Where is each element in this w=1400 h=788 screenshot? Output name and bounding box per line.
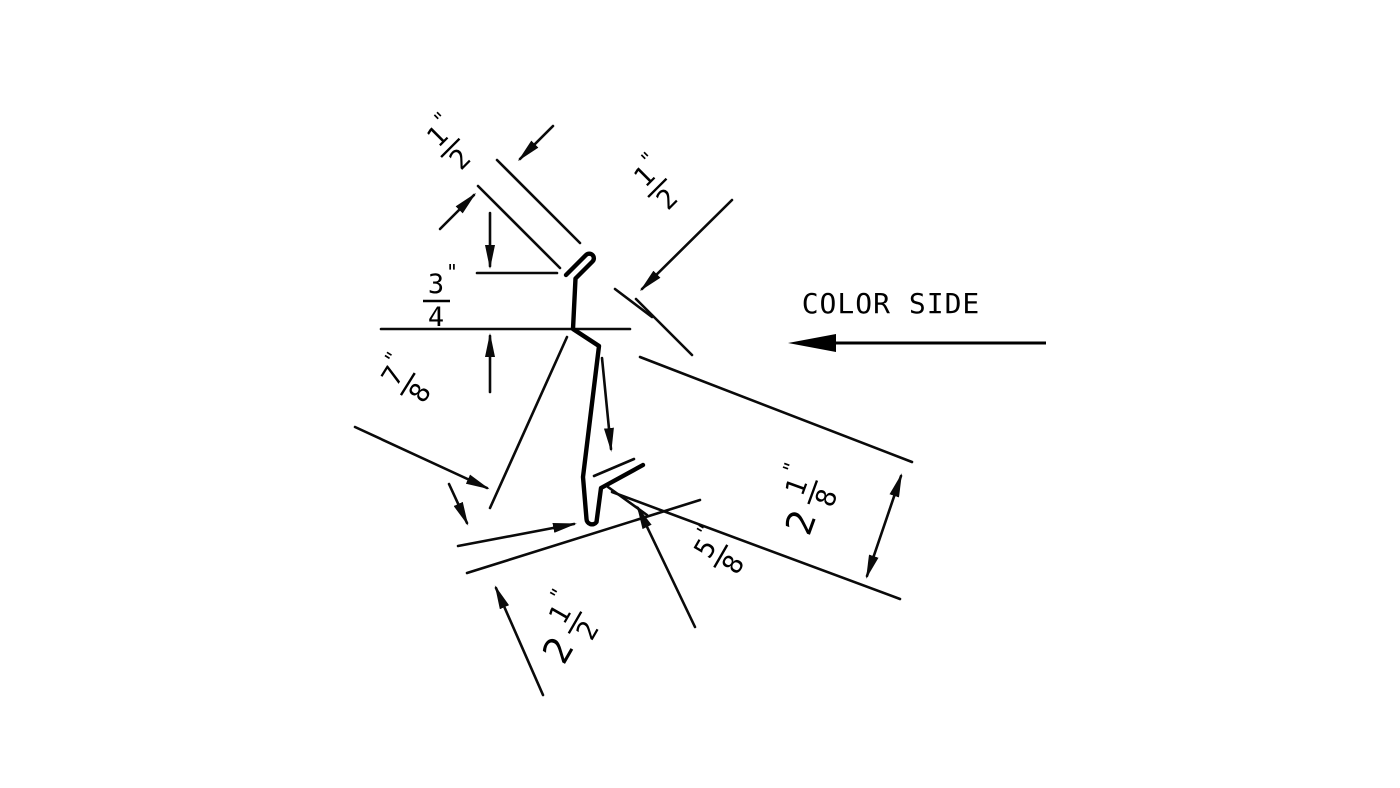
dim-label-upper-riser-den: 4	[428, 302, 444, 333]
ext-tick-bottom-hem	[606, 485, 649, 517]
dim-label-bottom-flange: 2 1 2 "	[534, 583, 606, 671]
ext-line-face-upper	[638, 355, 914, 464]
arrow-bottom-flange-ne	[456, 522, 577, 548]
color-side-label: COLOR SIDE	[802, 287, 981, 320]
dim-label-face-den: 8	[810, 485, 845, 511]
color-side-arrow-icon	[788, 334, 836, 352]
dim-label-upper-face: 7 8 "	[376, 346, 438, 408]
arrow-face-double	[865, 473, 903, 579]
dim-label-bottom-flange-unit: "	[544, 583, 571, 605]
fraction-bar	[713, 544, 729, 568]
arrow-top-hem-right	[639, 198, 734, 292]
ext-line-hem-end	[476, 184, 562, 270]
fraction-bar	[567, 611, 583, 634]
ext-tick-right-half	[613, 287, 654, 319]
dimension-lines	[379, 158, 914, 601]
ext-line-hem-fold-lower	[634, 297, 694, 357]
ext-line-hem-fold	[495, 158, 582, 245]
fraction-bar	[647, 177, 668, 198]
dim-label-upper-riser-num: 3	[428, 269, 444, 300]
fraction-bar	[399, 372, 416, 396]
dim-label-bottom-hem: 5 8 "	[688, 519, 751, 580]
arrow-bottom-flange-up	[494, 585, 545, 697]
arrow-upper-face-left	[353, 425, 490, 490]
dim-label-bottom-flange-den: 2	[571, 616, 606, 646]
arrow-upper-face-along	[600, 356, 614, 452]
dimension-arrows	[353, 124, 903, 697]
profile-outline	[563, 251, 646, 527]
arrow-top-hem-upper	[517, 124, 555, 162]
dim-label-face-unit: "	[777, 458, 804, 478]
fraction-bar	[440, 137, 461, 158]
dim-label-bottom-flange-whole: 2	[534, 630, 582, 671]
dim-label-face-whole: 2	[777, 505, 825, 541]
fraction-bar	[807, 480, 819, 505]
dim-label-face: 2 1 8 "	[777, 458, 845, 541]
arrow-face-bottom-small	[447, 482, 469, 526]
dim-label-upper-riser: 3 4 "	[423, 260, 458, 333]
dim-label-top-hem: 1 2 "	[421, 106, 477, 176]
ext-line-face-left	[488, 335, 569, 510]
dim-label-face-num: 1	[780, 474, 815, 500]
dim-label-upper-riser-unit: "	[446, 260, 458, 284]
arrow-bottom-hem	[636, 505, 697, 629]
ext-tick-face-bottom	[592, 457, 636, 478]
ext-line-face-lower	[610, 490, 902, 601]
dim-label-top-hem-right: 1 2 "	[628, 146, 684, 216]
dim-label-bottom-hem-den: 8	[716, 550, 751, 580]
arrow-top-hem-lower	[438, 192, 477, 231]
dim-label-upper-face-den: 8	[403, 378, 438, 408]
ext-line-bottom-flange	[465, 498, 702, 575]
color-side-callout: COLOR SIDE	[788, 287, 1046, 352]
